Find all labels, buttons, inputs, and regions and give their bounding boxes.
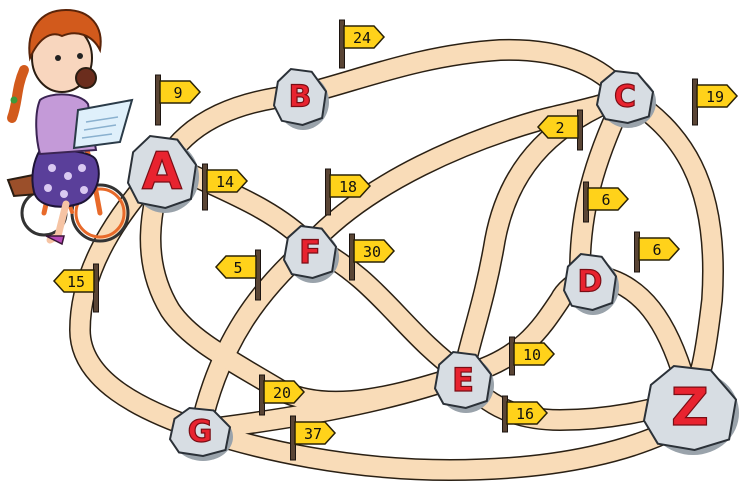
- rock-shape: [562, 252, 618, 312]
- distance-flag-f-c: 18: [325, 168, 372, 216]
- flag-banner: [159, 80, 202, 104]
- flag-distance-label: 18: [339, 178, 357, 196]
- distance-flag-d-z: 6: [634, 231, 681, 273]
- flag-distance-label: 6: [652, 241, 661, 259]
- flag-banner: [506, 401, 549, 425]
- flag-banner: [638, 237, 681, 261]
- distance-flag-e-d: 10: [509, 336, 556, 376]
- flag-distance-label: 16: [516, 405, 534, 423]
- rock-node-z: Z: [642, 364, 739, 455]
- rock-label-c: C: [614, 80, 636, 115]
- road-network: [70, 40, 723, 480]
- flag-banner: [536, 115, 579, 139]
- rock-node-f: F: [282, 224, 339, 283]
- hair-braid: [7, 65, 29, 123]
- rock-shape: [433, 350, 493, 410]
- rock-node-c: C: [595, 69, 656, 128]
- rock-shape: [272, 67, 328, 127]
- flag-distance-label: 15: [67, 273, 85, 291]
- flag-distance-label: 5: [233, 259, 242, 277]
- flag-banner: [52, 269, 95, 293]
- flag-distance-label: 19: [706, 88, 724, 106]
- flag-distance-label: 2: [555, 119, 564, 137]
- rock-shape: [642, 364, 738, 452]
- flag-distance-label: 10: [523, 346, 541, 364]
- flag-banner: [214, 255, 257, 279]
- distance-flag-a-b: 9: [155, 74, 202, 126]
- hair: [28, 8, 102, 62]
- mouth: [75, 67, 97, 89]
- rock-label-d: D: [578, 265, 603, 300]
- flag-banner: [329, 174, 372, 198]
- rock-label-g: G: [188, 415, 213, 450]
- rock-shape: [168, 406, 232, 458]
- rock-node-e: E: [433, 350, 494, 413]
- flag-banner: [343, 25, 386, 49]
- distance-flag-a-f: 14: [202, 163, 249, 211]
- girl-on-bicycle-illustration: [6, 8, 134, 246]
- flag-distance-label: 24: [353, 29, 371, 47]
- flag-banner: [587, 187, 630, 211]
- distance-flag-f-g: 5: [214, 249, 261, 301]
- distance-flag-c-d: 6: [583, 181, 630, 223]
- rock-label-a: A: [142, 142, 182, 202]
- flag-distance-label: 14: [216, 173, 234, 191]
- flag-banner: [294, 421, 337, 445]
- rock-label-f: F: [299, 233, 321, 271]
- distance-flag-c-e: 2: [536, 109, 583, 151]
- distance-flag-b-c: 24: [339, 19, 386, 69]
- distance-flag-c-right: 19: [692, 78, 739, 126]
- rock-node-d: D: [562, 252, 619, 315]
- flag-distance-label: 30: [363, 243, 381, 261]
- road-segment: [70, 152, 210, 440]
- road-segment: [155, 40, 635, 172]
- flag-distance-label: 37: [304, 425, 322, 443]
- flag-banner: [513, 342, 556, 366]
- rock-shape: [595, 69, 655, 125]
- rock-label-b: B: [289, 80, 312, 115]
- flag-distance-label: 9: [173, 84, 182, 102]
- flags-layer: 9 24 19 14 2 18 6 6 5 30 15 10 20 16 37: [52, 19, 739, 461]
- rock-node-a: A: [126, 134, 199, 213]
- road-segment: [141, 152, 473, 412]
- rock-node-g: G: [168, 406, 233, 461]
- distance-flag-f-e: 30: [349, 233, 396, 281]
- flag-banner: [263, 380, 306, 404]
- rock-label-e: E: [452, 361, 474, 399]
- flag-distance-label: 20: [273, 384, 291, 402]
- rock-shape: [126, 134, 198, 210]
- rock-node-b: B: [272, 67, 329, 130]
- distance-flag-g-e: 20: [259, 374, 306, 416]
- distance-flag-g-z: 37: [290, 415, 337, 461]
- flag-banner: [353, 239, 396, 263]
- rocks-layer: A B C D E F G Z: [126, 67, 739, 461]
- distance-flag-e-z: 16: [502, 395, 549, 433]
- distance-flag-a-g: 15: [52, 263, 99, 313]
- flag-banner: [696, 84, 739, 108]
- paper-sheet: [72, 98, 134, 150]
- flag-banner: [206, 169, 249, 193]
- rock-label-z: Z: [671, 378, 709, 438]
- flag-distance-label: 6: [601, 191, 610, 209]
- road-segment: [190, 410, 700, 480]
- rock-shape: [282, 224, 338, 280]
